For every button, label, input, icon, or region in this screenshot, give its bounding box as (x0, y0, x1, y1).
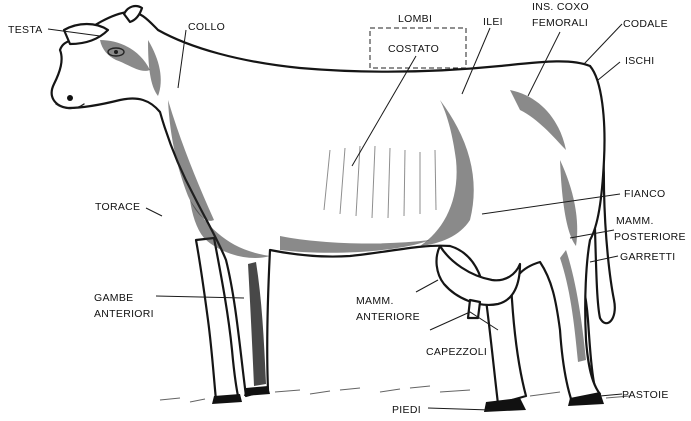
label-lombi: LOMBI (398, 13, 432, 25)
nostril (67, 95, 73, 101)
label-gambe-line1: GAMBE (94, 292, 133, 304)
label-fianco: FIANCO (624, 188, 665, 200)
label-piedi: PIEDI (392, 404, 421, 416)
label-collo: COLLO (188, 21, 225, 33)
gambe-leader (156, 296, 244, 298)
mamm-ant-leader (416, 280, 438, 292)
label-ins-coxo-line1: INS. COXO (532, 1, 589, 13)
label-testa: TESTA (8, 24, 43, 36)
label-garretti: GARRETTI (620, 251, 675, 263)
hoof-hind-near (484, 398, 526, 412)
pastoie-leader (600, 394, 622, 396)
label-mamm-ant-line1: MAMM. (356, 295, 394, 307)
ischi-leader (598, 62, 620, 80)
label-mamm-post-line1: MAMM. (616, 215, 654, 227)
label-capezzoli: CAPEZZOLI (426, 346, 487, 358)
label-mamm-post-line2: POSTERIORE (614, 231, 686, 243)
label-mamm-ant-line2: ANTERIORE (356, 311, 420, 323)
label-ischi: ISCHI (625, 55, 655, 67)
torace-leader (146, 208, 162, 216)
label-torace: TORACE (95, 201, 140, 213)
teat (468, 300, 480, 318)
label-codale: CODALE (623, 18, 668, 30)
label-gambe-line2: ANTERIORI (94, 308, 154, 320)
label-ilei: ILEI (483, 16, 503, 28)
label-pastoie: PASTOIE (622, 389, 669, 401)
label-ins-coxo-line2: FEMORALI (532, 17, 588, 29)
piedi-leader (428, 408, 490, 410)
label-costato: COSTATO (388, 43, 439, 55)
codale-leader (584, 24, 622, 64)
